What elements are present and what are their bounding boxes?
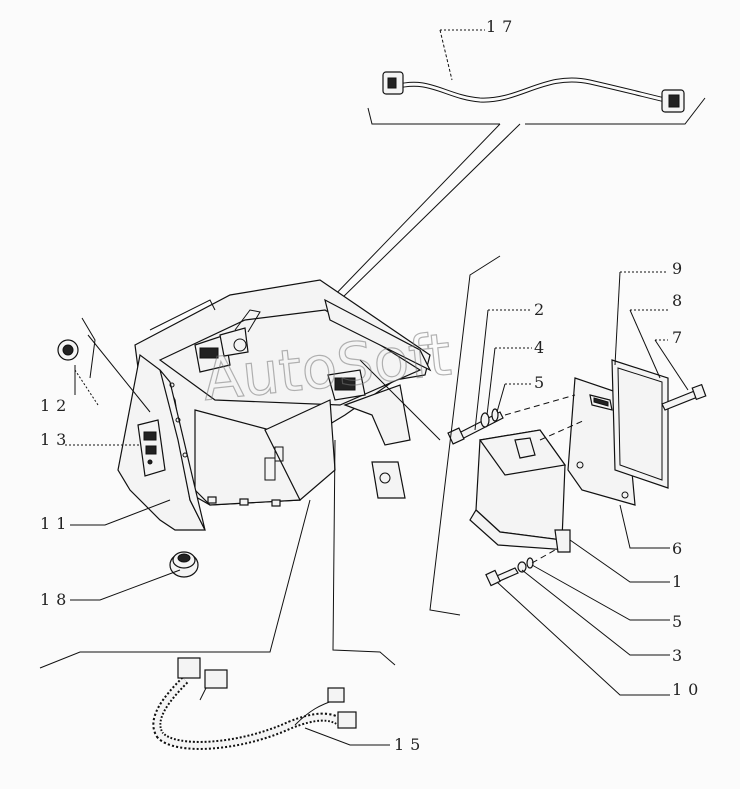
- bolt-10: [485, 567, 519, 587]
- harness-15-connector-a: [177, 657, 201, 679]
- harness-15-connector-b: [204, 669, 228, 689]
- callout-5-upper: 5: [534, 373, 550, 392]
- bracket-line-ecu: [429, 255, 501, 616]
- callout-4: 4: [534, 338, 550, 357]
- leader-12b: [81, 317, 96, 379]
- callout-12: 12: [40, 396, 72, 415]
- callout-17: 17: [486, 17, 518, 36]
- gasket-9: [611, 359, 669, 489]
- leader-17-b: [339, 123, 521, 301]
- washer-5-upper: [491, 408, 499, 422]
- harness-15: [152, 657, 357, 750]
- callout-11: 11: [40, 514, 72, 533]
- frame-assembly: [134, 279, 432, 507]
- callout-8: 8: [672, 291, 688, 310]
- callout-3: 3: [672, 646, 688, 665]
- callout-10: 10: [672, 680, 704, 699]
- screw-7: [661, 383, 707, 411]
- callout-9: 9: [672, 259, 688, 278]
- washer-4: [480, 412, 490, 428]
- callout-15: 15: [394, 735, 426, 754]
- axis-upper: [504, 394, 576, 416]
- panel-plate-13: [137, 419, 166, 477]
- leader-15-frame-b: [332, 439, 396, 666]
- leader-15-frame: [39, 499, 311, 669]
- callout-13: 13: [40, 430, 72, 449]
- ecu-1: [469, 429, 571, 553]
- harness-15-connector-c: [327, 687, 345, 703]
- axis-lower: [531, 549, 556, 564]
- callout-7: 7: [672, 328, 688, 347]
- callout-1: 1: [672, 572, 688, 591]
- grommet-12: [57, 339, 79, 361]
- leader-ecu-frame: [359, 359, 441, 441]
- callout-5-lower: 5: [672, 612, 688, 631]
- axis-mid: [539, 419, 586, 441]
- washer-3: [517, 561, 527, 573]
- harness-17: [367, 29, 706, 125]
- leader-13-line: [87, 334, 151, 413]
- leader-17-a: [329, 123, 501, 301]
- callout-6: 6: [672, 539, 688, 558]
- callout-18: 18: [40, 590, 72, 609]
- grommet-18: [169, 551, 199, 578]
- callout-2: 2: [534, 300, 550, 319]
- harness-15-connector-d: [337, 711, 357, 729]
